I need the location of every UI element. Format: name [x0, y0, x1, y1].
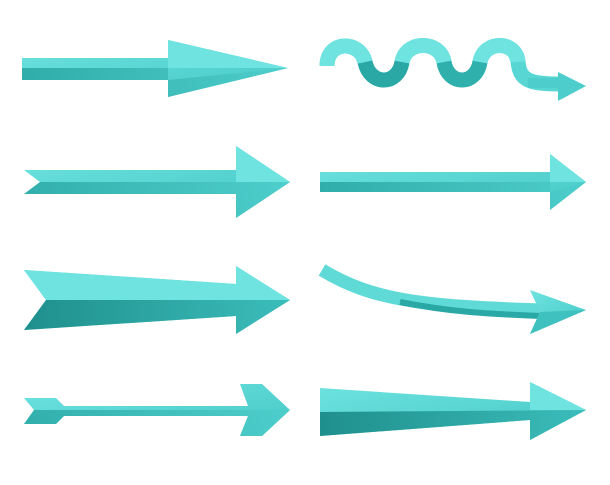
fletched-arrow-icon [24, 384, 290, 436]
tapered-arrow-icon [320, 382, 586, 440]
curved-arrow-icon [318, 264, 586, 334]
straight-arrow-icon [320, 154, 586, 210]
wavy-arrow-icon [319, 38, 586, 101]
notched-tail-arrow-icon [24, 146, 290, 218]
plain-arrow-icon [22, 40, 288, 97]
faceted-dart-arrow-icon [24, 266, 290, 334]
